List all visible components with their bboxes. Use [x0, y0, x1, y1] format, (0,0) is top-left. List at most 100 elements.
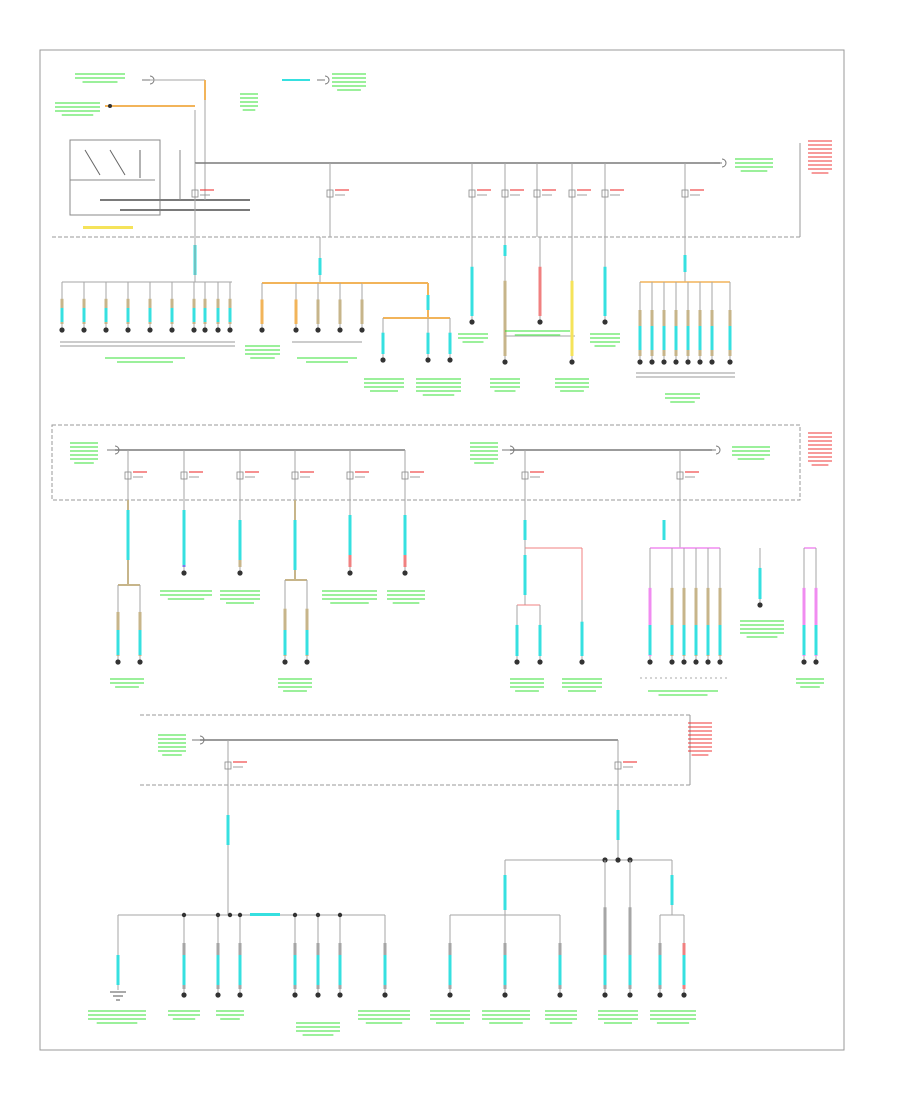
out128-lead-1-terminal	[137, 659, 143, 665]
group1-cyan-2	[104, 308, 108, 322]
box2-fuse-5-rating-mark	[410, 471, 424, 473]
label-out3-i	[598, 1014, 638, 1016]
out810-lead-0-color	[802, 587, 806, 656]
fuse-3-icon	[468, 189, 476, 198]
label-out3-j	[650, 1018, 696, 1020]
label-out3-a	[88, 1018, 146, 1020]
label-605	[590, 333, 620, 335]
label-out3-h	[545, 1014, 577, 1016]
label-out582	[562, 682, 602, 684]
diagram-frame	[39, 49, 845, 1051]
label-box2-right	[732, 446, 770, 448]
label-hot-in-acc	[688, 722, 712, 724]
out3-672-cyan-0	[658, 955, 662, 985]
label-box2-mid	[470, 458, 498, 460]
label-out3-j	[656, 1022, 690, 1024]
label-ignition	[55, 102, 100, 104]
label-out128	[110, 682, 144, 684]
group1-lead-8-terminal	[215, 327, 221, 333]
label-out3-j	[650, 1010, 696, 1012]
fuse-3-id-mark	[477, 194, 487, 196]
label-box2-left	[70, 454, 98, 456]
out582-lead-color	[580, 621, 584, 656]
main-bus-connector-icon	[721, 158, 727, 168]
out525-lead-0-color	[515, 624, 519, 656]
single-572-terminal	[569, 359, 575, 365]
out680-lead-4-color	[706, 587, 710, 656]
box2-fuse-r1-rating-mark	[685, 471, 699, 473]
label-hot-in-acc	[688, 746, 712, 748]
single-605-color	[603, 266, 607, 316]
ground-icon	[110, 991, 126, 1001]
out680-lead-0-color	[648, 587, 652, 656]
out680-lead-0-terminal	[647, 659, 653, 665]
branch-2-drop-color	[426, 295, 430, 310]
label-hot-in-run	[808, 460, 832, 462]
label-out295	[278, 678, 312, 680]
label-ignition	[55, 110, 100, 112]
label-out680	[658, 694, 708, 696]
out128-cyan-1	[138, 630, 142, 655]
box2-fuse-5-icon	[401, 471, 409, 480]
label-hot-in-run	[808, 440, 832, 442]
box2-fuse-2-id-mark	[245, 476, 255, 478]
group1-cyan-7	[203, 308, 207, 322]
out-525-cyan	[523, 520, 527, 540]
label-hot-in-acc	[688, 742, 712, 744]
fuse-box-2	[51, 424, 801, 501]
label-main-bus	[740, 170, 768, 172]
label-box2-right	[737, 458, 765, 460]
out3-left-lead-3-terminal	[292, 992, 298, 998]
group8-cyan-2	[662, 326, 666, 350]
out680-lead-1-terminal	[669, 659, 675, 665]
label-battery	[82, 81, 118, 83]
label-group8	[670, 401, 695, 403]
label-out760	[740, 624, 784, 626]
out3-ground-cyan	[116, 955, 120, 985]
fuse-6-rating-mark	[577, 189, 591, 191]
group8-lead-2-terminal	[661, 359, 667, 365]
out-184-cyan	[182, 510, 186, 565]
out3-left-cyan-4	[316, 955, 320, 985]
out680-lead-2-terminal	[681, 659, 687, 665]
group1-lead-4-terminal	[147, 327, 153, 333]
label-group3b	[416, 390, 461, 392]
label-out3-f	[430, 1014, 470, 1016]
group8-lead-6-terminal	[709, 359, 715, 365]
label-605	[594, 345, 616, 347]
out3-left-splice-4	[292, 912, 298, 918]
label-box2-mid	[470, 450, 498, 452]
out680-lead-5-color	[718, 587, 722, 656]
label-box2-left	[70, 450, 98, 452]
label-hot-at-all-times	[808, 156, 832, 158]
label-group8	[665, 397, 700, 399]
label-out3-e	[365, 1022, 403, 1024]
box2-fuse-4-rating-mark	[355, 471, 369, 473]
label-out350	[322, 590, 377, 592]
fuse-8-id-mark	[690, 194, 700, 196]
out3-mid-lead-2-terminal	[557, 992, 563, 998]
box2-fuse-r0-rating-mark	[530, 471, 544, 473]
group1-cyan-8	[216, 308, 220, 322]
label-hot-in-run	[811, 464, 829, 466]
label-out582	[562, 678, 602, 680]
box2-fuse-3-rating-mark	[300, 471, 314, 473]
fuse-1-id-mark	[200, 194, 210, 196]
label-out3-c	[216, 1014, 244, 1016]
out3-right-lead-0-color	[603, 907, 607, 989]
out3-left-lead-1-terminal	[215, 992, 221, 998]
label-hot-in-acc	[688, 730, 712, 732]
label-out3-f	[430, 1010, 470, 1012]
fuse-3-rating-mark	[477, 189, 491, 191]
out680-cyan-1	[670, 625, 674, 655]
label-hot-at-all-times	[808, 152, 832, 154]
out295-lead-1-terminal	[304, 659, 310, 665]
label-out240	[220, 594, 260, 596]
label-472	[458, 333, 488, 335]
label-out184	[160, 594, 212, 596]
label-hot-in-acc	[688, 738, 712, 740]
single-505-terminal	[502, 359, 508, 365]
out3-right-lead-1-color	[628, 907, 632, 989]
group1-lead-9-terminal	[227, 327, 233, 333]
label-out582	[568, 690, 596, 692]
